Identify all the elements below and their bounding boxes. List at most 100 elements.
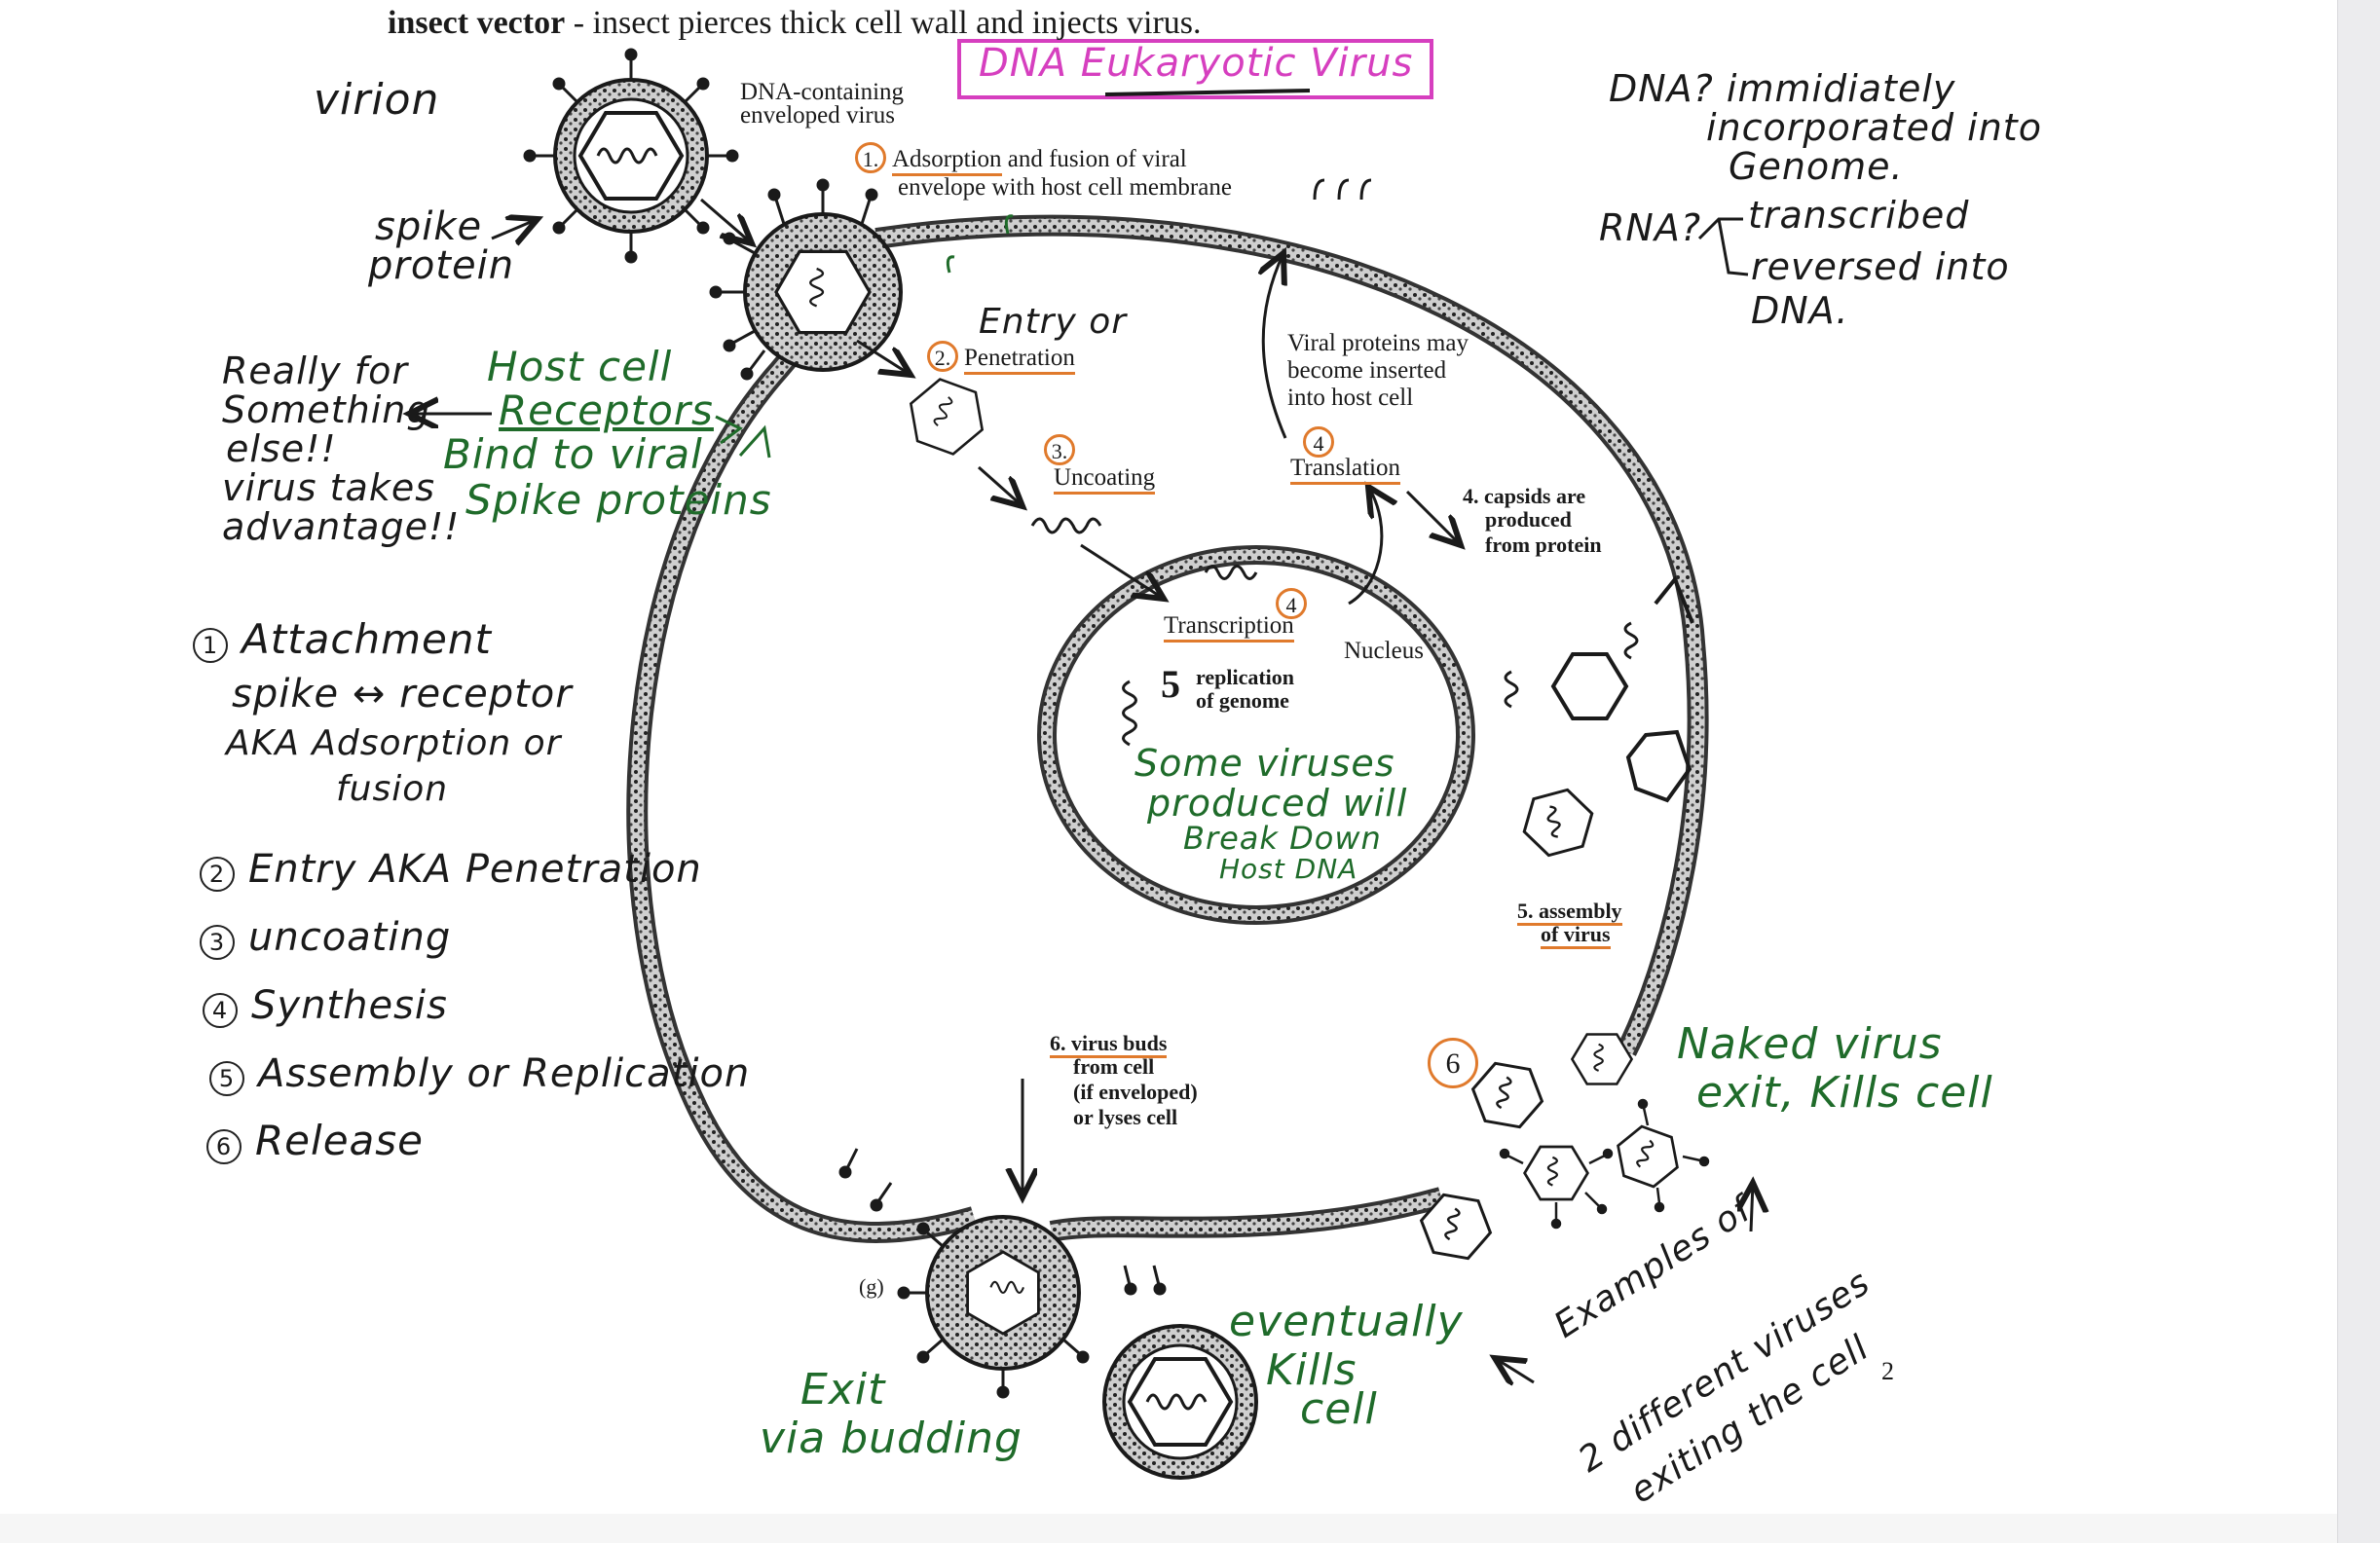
step-list-number: 4 [203, 993, 238, 1028]
step-list-number: 5 [209, 1061, 244, 1096]
steps-list-item: 4 Synthesis [203, 985, 448, 1028]
capsids-2: produced [1485, 507, 1572, 532]
spike-label-2: protein [368, 243, 515, 288]
arrow-icon [491, 219, 538, 239]
steps-list-item: fusion [336, 769, 449, 809]
dna-strand-icon [1030, 517, 1102, 534]
entry-or-label: Entry or [979, 302, 1128, 342]
step-list-text: uncoating [248, 915, 452, 960]
dna-note-1: DNA? immidiately [1609, 67, 1956, 110]
viral-proteins-1: Viral proteins may [1287, 330, 1469, 356]
header-rest: - insect pierces thick cell wall and inj… [565, 5, 1202, 41]
release-number: 6 [1428, 1038, 1478, 1088]
step-list-number: 1 [193, 628, 228, 663]
step3-number-wrap: 3. [1044, 434, 1081, 465]
arrow-icon [1405, 490, 1461, 545]
dna-enveloped-label-2: enveloped virus [740, 102, 895, 129]
virion-icon [1499, 1145, 1614, 1230]
some-viruses-3: Break Down [1183, 820, 1382, 857]
page-number: 2 [1881, 1357, 1894, 1385]
really-5: advantage!! [222, 505, 461, 548]
spike-icon [946, 178, 1372, 274]
step-list-text: Assembly or Replication [258, 1051, 751, 1096]
release-number-wrap: 6 [1428, 1038, 1484, 1088]
replication-2: of genome [1196, 688, 1289, 713]
step3-number: 3. [1044, 434, 1075, 465]
step-list-text: Release [255, 1117, 424, 1164]
capsid-icon [898, 371, 995, 462]
step2-number: 2. [927, 341, 958, 372]
eventually-3: cell [1300, 1384, 1378, 1434]
buds-4: or lyses cell [1073, 1105, 1178, 1129]
virion-icon [1102, 1324, 1258, 1480]
translation-number-wrap: 4 [1303, 426, 1340, 458]
nucleus-label: Nucleus [1344, 638, 1424, 664]
virion-icon [523, 48, 739, 264]
translation-number: 4 [1303, 426, 1334, 458]
step1-number: 1. [855, 142, 886, 173]
step1-line1: 1.Adsorption and fusion of viral [855, 142, 1187, 176]
some-viruses-2: produced will [1147, 782, 1408, 825]
steps-list-item: 3 uncoating [200, 917, 451, 960]
rna-question: RNA? [1599, 206, 1701, 249]
arrow-icon [856, 339, 911, 375]
rna-note-1: transcribed [1748, 194, 1970, 237]
buds-2: from cell [1073, 1054, 1155, 1079]
rna-note-2: reversed into [1751, 245, 2010, 288]
dna-note-3: Genome. [1729, 145, 1904, 188]
naked-virus-1: Naked virus [1677, 1019, 1943, 1069]
really-2: Something [222, 388, 431, 431]
step2-label: 2.Penetration [927, 341, 1075, 375]
bind-1: Bind to viral [443, 430, 703, 478]
header-bold: insect vector [388, 5, 566, 41]
arrow-icon [1495, 1358, 1535, 1382]
step2-penetration: Penetration [964, 345, 1075, 375]
step-list-number: 2 [200, 857, 235, 892]
arrow-icon [1697, 217, 1749, 276]
host-cell-2: Receptors [499, 386, 714, 434]
step3-label: Uncoating [1054, 464, 1156, 496]
nucleus-membrane [1037, 545, 1475, 925]
arrow-icon [738, 424, 771, 459]
scrollbar-track[interactable] [2337, 0, 2380, 1543]
exit-1: Exit [800, 1365, 886, 1414]
arrow-icon [978, 465, 1023, 506]
virion-icon [897, 1215, 1090, 1399]
virion-icon [709, 178, 903, 381]
virion-label: virion [314, 75, 440, 125]
steps-list-item: spike ↔ receptor [232, 672, 573, 716]
really-4: virus takes [222, 466, 435, 509]
transcription-number-wrap: 4 [1276, 588, 1313, 619]
exit-2: via budding [760, 1414, 1023, 1463]
buds-3: (if enveloped) [1073, 1080, 1198, 1104]
transcription-label: Transcription [1164, 612, 1294, 643]
dna-strand-icon [1122, 680, 1137, 747]
step-list-text: Entry AKA Penetration [248, 847, 702, 892]
steps-list-item: 5 Assembly or Replication [209, 1053, 750, 1096]
header-line: insect vector - insect pierces thick cel… [388, 6, 1202, 41]
g-label: (g) [859, 1274, 884, 1299]
step-list-number: 3 [200, 925, 235, 960]
transcription-number: 4 [1276, 588, 1307, 619]
title-box [957, 39, 1433, 99]
step-list-text: Synthesis [251, 983, 448, 1028]
step1-adsorption: Adsorption [892, 146, 1002, 176]
eventually-1: eventually [1229, 1297, 1464, 1346]
capsid-icon [1504, 575, 1694, 803]
replication-1: replication [1196, 665, 1295, 689]
arrow-icon [1348, 487, 1382, 606]
buds-1: 6. virus buds [1050, 1032, 1168, 1059]
dna-strand-icon [1204, 565, 1258, 580]
title-underline [1104, 89, 1311, 96]
step1-fusion: and fusion of viral [1001, 146, 1187, 172]
step1-line2: envelope with host cell membrane [898, 174, 1232, 201]
arrow-icon [700, 198, 752, 243]
spike-icon [838, 1148, 1167, 1296]
rna-note-3: DNA. [1751, 289, 1849, 332]
virion-icon [1607, 1098, 1710, 1213]
host-cell-1: Host cell [487, 343, 673, 390]
replication-number: 5 [1161, 662, 1180, 706]
naked-virus-2: exit, Kills cell [1696, 1068, 1993, 1118]
